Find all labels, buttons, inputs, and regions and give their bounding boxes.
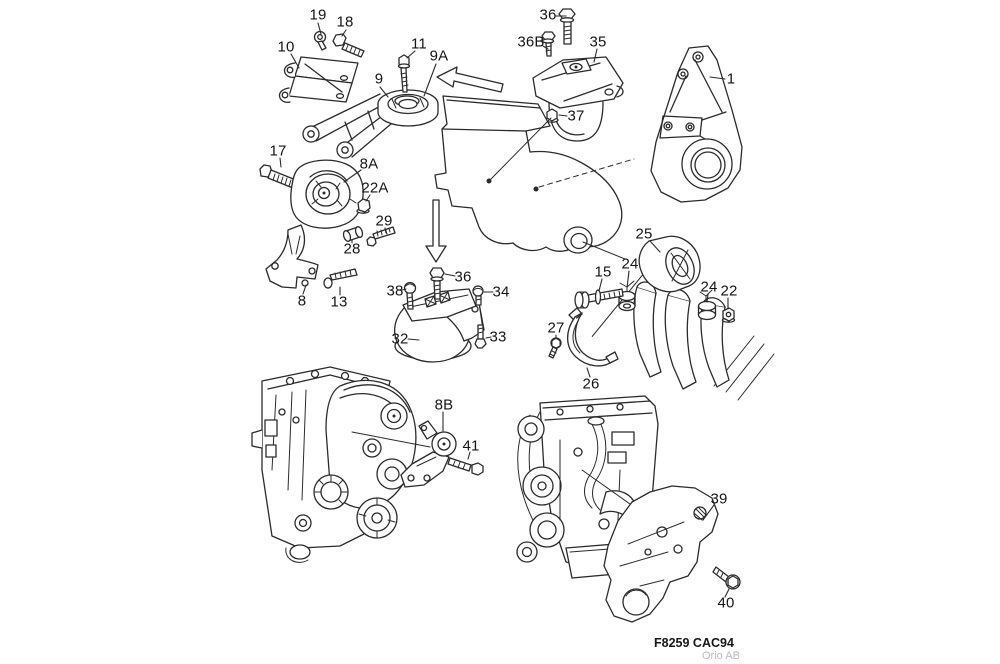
part-11-bolt bbox=[397, 54, 411, 93]
part-38-bolt bbox=[403, 281, 417, 310]
leader-lines bbox=[279, 15, 730, 598]
part-9-torque-rod bbox=[302, 89, 439, 159]
leader-line-36B bbox=[542, 45, 549, 50]
brand-watermark: Orio AB bbox=[702, 650, 740, 662]
part-36-bolt-mid bbox=[429, 267, 445, 300]
part-24-roller-left bbox=[618, 280, 636, 312]
part-19-bolt bbox=[313, 30, 327, 51]
leader-line-33 bbox=[485, 336, 492, 339]
part-17-bolt bbox=[259, 164, 297, 189]
part-1-bracket bbox=[650, 45, 743, 203]
leader-line-9A bbox=[423, 63, 437, 97]
engine-transmission-outline bbox=[434, 95, 635, 254]
part-41-bolt bbox=[447, 457, 484, 476]
leader-line-25 bbox=[649, 240, 661, 253]
leader-line-8A bbox=[343, 169, 362, 183]
part-32-mount bbox=[393, 288, 485, 363]
engine-front-view bbox=[251, 366, 431, 563]
part-40-bolt bbox=[712, 566, 741, 590]
leader-line-22A bbox=[365, 194, 371, 202]
leader-line-39 bbox=[702, 504, 715, 521]
diagram-code: F8259 CAC94 bbox=[654, 636, 734, 650]
leader-line-24 bbox=[706, 293, 709, 303]
part-37-nut bbox=[545, 108, 559, 123]
leader-line-32 bbox=[407, 338, 420, 341]
part-10-bracket bbox=[278, 56, 359, 104]
leader-line-18 bbox=[341, 29, 347, 37]
leader-line-36 bbox=[444, 273, 456, 277]
leader-line-1 bbox=[709, 76, 726, 80]
part-36B-bolt bbox=[541, 31, 556, 57]
part-39-bracket bbox=[603, 485, 719, 623]
part-24-roller-right bbox=[697, 289, 717, 321]
leader-line-38 bbox=[401, 288, 407, 291]
leader-line-24 bbox=[626, 270, 630, 289]
leader-line-29 bbox=[384, 227, 388, 235]
part-18-bolt bbox=[332, 33, 365, 58]
leader-line-10 bbox=[290, 53, 300, 69]
left-arrow-icon bbox=[436, 66, 504, 93]
part-35-engine-mount bbox=[532, 56, 624, 142]
part-29-bolt bbox=[366, 226, 396, 247]
part-36-bolt bbox=[558, 8, 576, 45]
part-27-bolt bbox=[548, 337, 562, 359]
subframe-plates bbox=[633, 281, 775, 401]
part-26-clamp bbox=[566, 307, 619, 367]
leader-line-15 bbox=[598, 278, 603, 292]
part-13-bolt bbox=[323, 268, 358, 289]
leader-line-37 bbox=[558, 114, 568, 117]
down-arrow-icon bbox=[425, 199, 447, 263]
leader-line-40 bbox=[724, 588, 730, 598]
part-22-nut bbox=[721, 307, 736, 323]
part-25-mount bbox=[638, 235, 701, 293]
part-15-bolt bbox=[574, 288, 624, 309]
leader-line-41 bbox=[467, 451, 471, 460]
leader-line-19 bbox=[317, 22, 322, 35]
leader-line-35 bbox=[593, 48, 598, 63]
part-8B-bracket bbox=[400, 420, 457, 488]
part-33-bolt bbox=[474, 324, 487, 349]
position-line bbox=[582, 241, 626, 260]
part-34-stud bbox=[472, 285, 484, 306]
part-28-spacer bbox=[342, 226, 364, 242]
leader-line-9 bbox=[379, 86, 389, 98]
leader-line-26 bbox=[586, 367, 591, 378]
leader-line-17 bbox=[279, 157, 282, 168]
leader-line-8 bbox=[302, 284, 307, 295]
part-22A-nut bbox=[349, 198, 371, 214]
part-8-mount-bracket bbox=[265, 159, 364, 289]
leader-line-11 bbox=[406, 50, 416, 59]
